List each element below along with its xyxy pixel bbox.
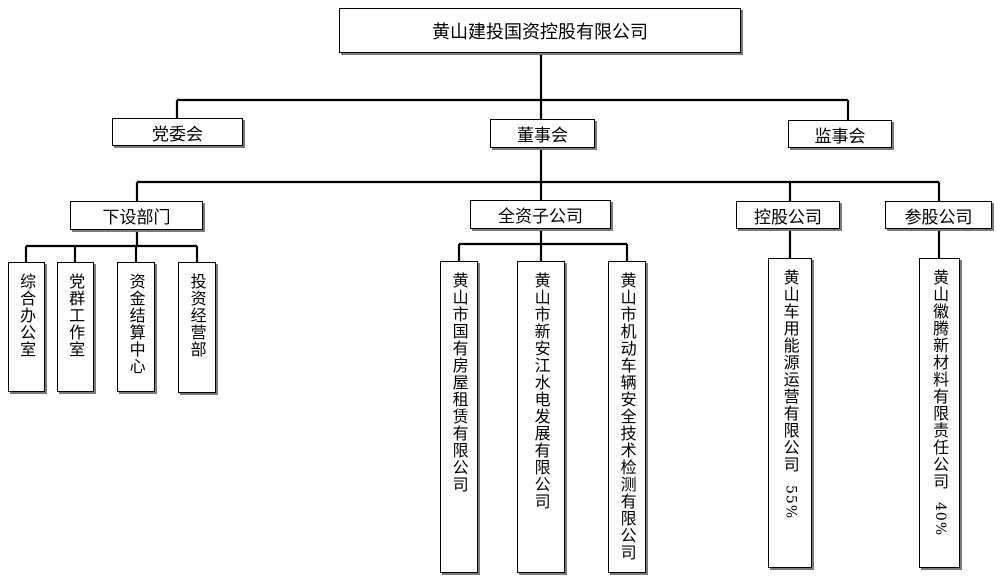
department-box: 资金结算中心 bbox=[117, 262, 155, 392]
participating-header-box: 参股公司 bbox=[885, 201, 992, 229]
departments-header-label: 下设部门 bbox=[102, 208, 171, 228]
department-label: 党群工作室 bbox=[66, 273, 86, 358]
holding-company-name: 黄山车用能源运营有限公司 bbox=[780, 269, 800, 473]
participating-company-share: 40% bbox=[931, 502, 948, 537]
holding-company-share: 55% bbox=[782, 485, 799, 520]
supervisory-board-box: 监事会 bbox=[788, 120, 892, 148]
participating-company-box: 黄山徽腾新材料有限责任公司 40% bbox=[919, 258, 960, 568]
subsidiary-box: 黄山市机动车辆安全技术检测有限公司 bbox=[608, 261, 646, 573]
department-label: 资金结算中心 bbox=[126, 273, 146, 375]
subsidiary-box: 黄山市国有房屋租赁有限公司 bbox=[440, 261, 478, 573]
subsidiary-label: 黄山市国有房屋租赁有限公司 bbox=[449, 272, 469, 493]
department-label: 综合办公室 bbox=[17, 273, 37, 358]
participating-company-name: 黄山徽腾新材料有限责任公司 bbox=[930, 269, 950, 490]
department-label: 投资经营部 bbox=[187, 273, 207, 358]
holding-header-label: 控股公司 bbox=[754, 207, 822, 228]
department-box: 党群工作室 bbox=[57, 262, 94, 392]
holding-company-box: 黄山车用能源运营有限公司 55% bbox=[768, 258, 812, 568]
subsidiary-label: 黄山市新安江水电发展有限公司 bbox=[531, 272, 551, 510]
wholly-owned-header-box: 全资子公司 bbox=[470, 200, 611, 229]
participating-header-label: 参股公司 bbox=[904, 207, 973, 228]
root-company-label: 黄山建投国资控股有限公司 bbox=[432, 21, 648, 43]
supervisory-board-label: 监事会 bbox=[814, 126, 866, 147]
party-committee-label: 党委会 bbox=[152, 124, 203, 145]
department-box: 投资经营部 bbox=[178, 262, 216, 393]
board-box: 董事会 bbox=[490, 119, 595, 148]
party-committee-box: 党委会 bbox=[112, 118, 243, 146]
subsidiary-label: 黄山市机动车辆安全技术检测有限公司 bbox=[617, 272, 637, 561]
holding-header-box: 控股公司 bbox=[736, 201, 840, 229]
root-company-box: 黄山建投国资控股有限公司 bbox=[339, 8, 741, 53]
board-label: 董事会 bbox=[517, 126, 568, 146]
wholly-owned-header-label: 全资子公司 bbox=[498, 207, 583, 227]
subsidiary-box: 黄山市新安江水电发展有限公司 bbox=[517, 261, 565, 573]
department-box: 综合办公室 bbox=[8, 262, 45, 392]
departments-header-box: 下设部门 bbox=[70, 201, 203, 230]
